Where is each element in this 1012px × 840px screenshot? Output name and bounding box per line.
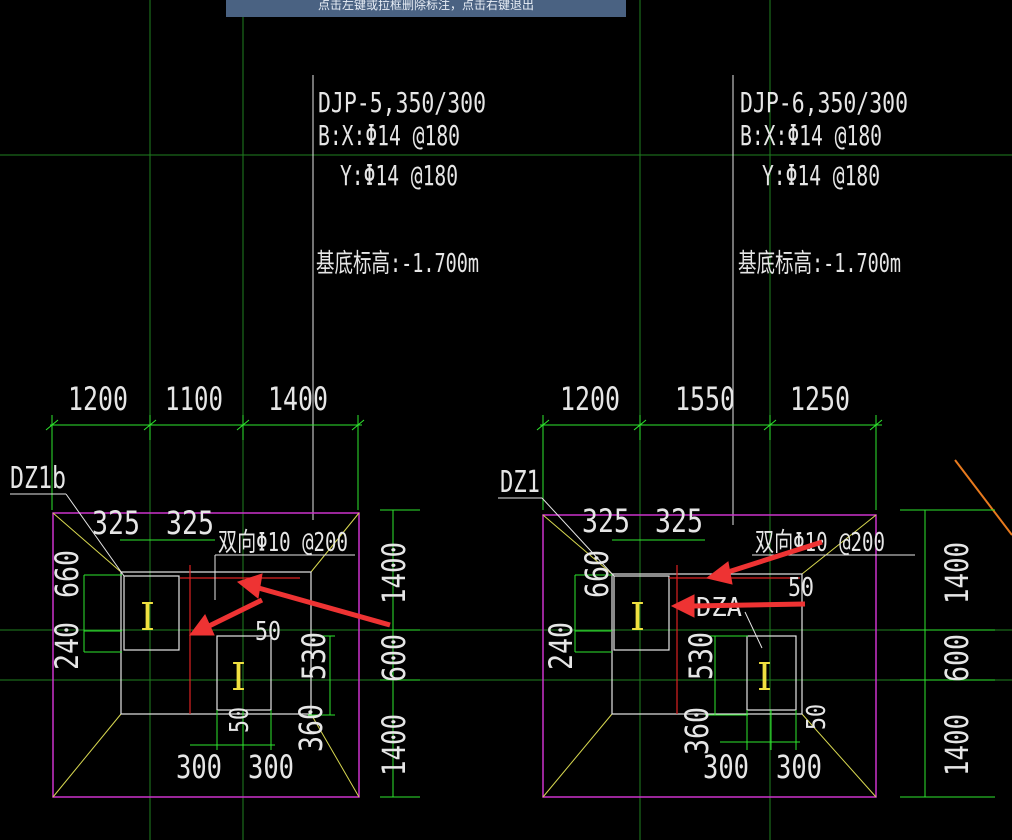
- pedestal-right: [611, 573, 803, 715]
- section-mark-2-left: I: [231, 655, 246, 699]
- col-dim-1-right: 325: [582, 502, 630, 540]
- footing-name-right: DJP-6,350/300: [740, 86, 908, 119]
- bottom-dim-2-left: 300: [248, 748, 294, 786]
- footing-elevation-right: 基底标高:-1.700m: [738, 249, 901, 279]
- mid-dim-530-right: 530: [682, 632, 720, 680]
- slope-lines-left: [52, 512, 360, 798]
- top-dim-2-right: 1550: [675, 380, 735, 418]
- top-dim-3-left: 1400: [268, 380, 328, 418]
- orange-line: [954, 459, 1012, 536]
- left-dim-240-right: 240: [542, 622, 580, 670]
- footing-outline-left: [52, 512, 360, 798]
- column-label-2-leader-right: [744, 611, 763, 649]
- top-dim-line-left: [45, 415, 365, 510]
- top-dim-3-right: 1250: [790, 380, 850, 418]
- rebar-lines-left: [180, 565, 300, 714]
- mid-dim-360-left: 360: [292, 704, 330, 752]
- rebar-note-left: 双向Φ10 @200: [218, 528, 348, 558]
- mid-dim-50-b-left: 50: [225, 707, 255, 733]
- section-mark-1-right: I: [630, 595, 645, 639]
- mid-dim-50-b-right: 50: [802, 704, 832, 730]
- right-dim-1-right: 1400: [938, 542, 976, 604]
- top-dim-1-left: 1200: [68, 380, 128, 418]
- top-dim-1-right: 1200: [560, 380, 620, 418]
- footing-rebar-y-left: Y:Φ14 @180: [340, 159, 458, 192]
- right-dim-2-right: 600: [938, 634, 976, 682]
- rebar-lines-right: [669, 565, 800, 714]
- left-dim-660-left: 660: [48, 550, 86, 598]
- footing-elevation-left: 基底标高:-1.700m: [316, 249, 479, 279]
- column-label-leader-diag-left: [65, 493, 125, 577]
- bottom-dim-2-right: 300: [776, 748, 822, 786]
- footing-right[interactable]: DJP-6,350/300 B:X:Φ14 @180 Y:Φ14 @180 基底…: [498, 75, 995, 798]
- footing-outline-right: [542, 514, 877, 798]
- column-label-right: DZ1: [500, 465, 540, 500]
- slope-lines-right: [542, 514, 877, 798]
- column-label-left: DZ1b: [10, 461, 66, 496]
- column-label-leader-diag-right: [541, 497, 615, 577]
- top-dim-line-right: [536, 415, 883, 510]
- status-tip-bar: 点击左键或拉框删除标注，点击右键退出: [226, 0, 626, 17]
- col-dim-2-left: 325: [166, 504, 214, 542]
- section-mark-2-right: I: [757, 655, 772, 699]
- bottom-dim-1-right: 300: [703, 748, 749, 786]
- mid-dim-50-a-right: 50: [788, 573, 814, 603]
- col-dim-2-right: 325: [655, 502, 703, 540]
- footing-rebar-x-right: B:X:Φ14 @180: [740, 119, 882, 152]
- footing-name-left: DJP-5,350/300: [318, 86, 486, 119]
- column-1-left[interactable]: [123, 575, 180, 651]
- right-dim-2-left: 600: [375, 634, 413, 682]
- col-dim-1-left: 325: [92, 504, 140, 542]
- footing-rebar-y-right: Y:Φ14 @180: [762, 159, 880, 192]
- red-arrows-left: [189, 573, 391, 636]
- bottom-dim-1-left: 300: [176, 748, 222, 786]
- column-2-left[interactable]: [216, 635, 272, 711]
- mid-dim-50-a-left: 50: [255, 617, 281, 647]
- mid-dim-360-right: 360: [678, 707, 716, 755]
- pedestal-left: [120, 571, 312, 715]
- left-dim-240-left: 240: [48, 622, 86, 670]
- top-dim-2-left: 1100: [165, 380, 223, 418]
- right-dim-3-left: 1400: [375, 714, 413, 776]
- section-mark-1-left: I: [140, 595, 155, 639]
- right-dim-3-right: 1400: [938, 714, 976, 776]
- red-arrows-right: [670, 539, 823, 618]
- footing-rebar-x-left: B:X:Φ14 @180: [318, 119, 460, 152]
- footing-left[interactable]: DJP-5,350/300 B:X:Φ14 @180 Y:Φ14 @180 基底…: [10, 75, 486, 798]
- column-1-right[interactable]: [613, 575, 670, 651]
- mid-dim-530-left: 530: [295, 632, 333, 680]
- left-dim-660-right: 660: [578, 550, 616, 598]
- inner-dims-right: [574, 509, 995, 798]
- inner-dims-left: [83, 509, 420, 798]
- right-dim-1-left: 1400: [375, 542, 413, 604]
